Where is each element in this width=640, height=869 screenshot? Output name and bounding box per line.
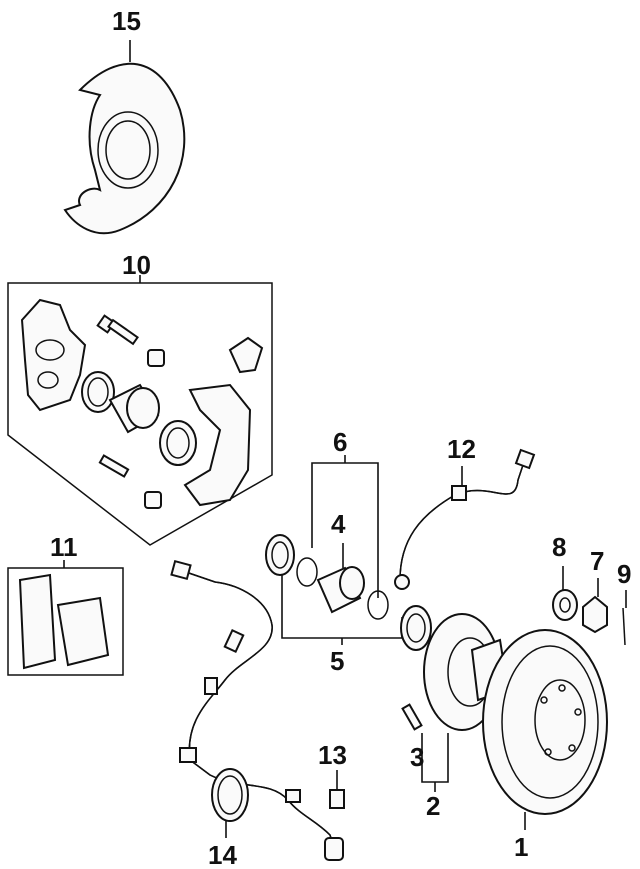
abs-sensor-harness bbox=[170, 559, 345, 861]
callout-15: 15 bbox=[112, 6, 141, 36]
guide-pin-bolt-lower bbox=[98, 454, 130, 478]
brake-pads-outline bbox=[7, 560, 124, 676]
callout-10: 10 bbox=[122, 250, 151, 280]
callout-3: 3 bbox=[410, 742, 424, 772]
dust-shield bbox=[63, 40, 186, 235]
cotter-pin bbox=[622, 590, 627, 646]
callout-8: 8 bbox=[552, 532, 566, 562]
callout-7: 7 bbox=[590, 546, 604, 576]
caliper-bracket bbox=[183, 383, 252, 507]
piston-boot bbox=[159, 420, 197, 466]
abs-tone-ring bbox=[211, 768, 249, 838]
callout-6: 6 bbox=[333, 427, 347, 457]
callout-2: 2 bbox=[426, 791, 440, 821]
callout-9: 9 bbox=[617, 559, 631, 589]
callout-12: 12 bbox=[447, 434, 476, 464]
piston bbox=[316, 543, 365, 614]
callout-1: 1 bbox=[514, 832, 528, 862]
bushing bbox=[147, 349, 165, 367]
seal-ring-outer bbox=[265, 534, 295, 576]
brake-pad-right bbox=[56, 596, 110, 667]
hub-callout-bracket bbox=[421, 733, 449, 792]
caliper-piston bbox=[108, 383, 160, 434]
callout-11: 11 bbox=[50, 532, 78, 562]
washer bbox=[552, 566, 578, 621]
callout-13: 13 bbox=[318, 740, 347, 770]
guide-pin-bolt bbox=[96, 314, 139, 346]
callout-4: 4 bbox=[331, 509, 346, 539]
caliper-kit-outline bbox=[7, 275, 273, 546]
bushing-lower bbox=[144, 491, 162, 509]
caliper-housing bbox=[20, 298, 87, 412]
callout-14: 14 bbox=[208, 840, 237, 869]
piston-seal bbox=[81, 371, 115, 413]
callout-5: 5 bbox=[330, 646, 344, 676]
retaining-ring-1 bbox=[296, 557, 318, 587]
brake-hose bbox=[394, 448, 536, 590]
brake-rotor bbox=[482, 629, 608, 830]
brake-pad-left bbox=[18, 573, 57, 670]
wheel-stud bbox=[401, 703, 423, 731]
caliper-clip bbox=[228, 336, 264, 374]
seal-ring-inner bbox=[400, 605, 432, 651]
castle-nut bbox=[582, 578, 608, 634]
retaining-ring-2 bbox=[367, 590, 389, 620]
